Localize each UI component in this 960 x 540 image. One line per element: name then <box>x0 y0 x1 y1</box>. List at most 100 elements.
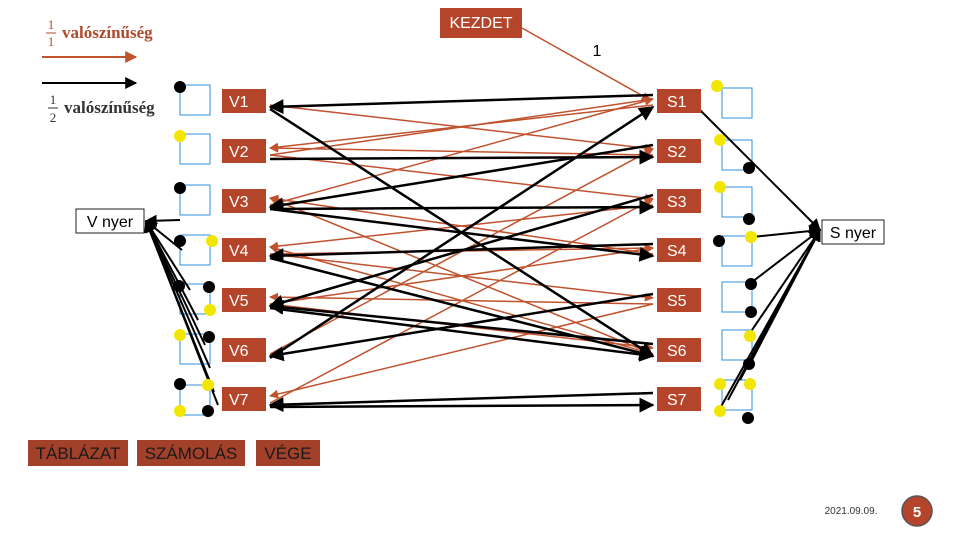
yellow-piece-dot <box>174 405 186 417</box>
end-button-label: VÉGE <box>264 444 311 463</box>
right-frame-6 <box>721 329 753 361</box>
yellow-piece-dot <box>174 130 186 142</box>
calc-button-box <box>137 440 245 466</box>
start-node[interactable]: KEZDET <box>440 8 522 38</box>
s-win-fan-8 <box>699 109 821 231</box>
page-number-badge: 5 <box>901 495 933 527</box>
v-win-node: V nyer <box>75 208 145 234</box>
black-piece-dot <box>713 235 725 247</box>
right-frame-3 <box>721 186 753 218</box>
s-node-4[interactable]: S4 <box>657 238 701 262</box>
start-edge-label: 1 <box>593 43 602 60</box>
black-edge-s7-v7 <box>268 391 654 413</box>
v-node-label: V2 <box>229 144 249 161</box>
legend-2-denominator: 2 <box>50 110 57 125</box>
yellow-piece-dot <box>714 134 726 146</box>
s-win-fan-7 <box>717 228 821 413</box>
black-piece-dot <box>745 278 757 290</box>
black-piece-dot <box>203 281 215 293</box>
v-node-label: V4 <box>229 243 249 260</box>
black-piece-dot <box>745 306 757 318</box>
legend-1-denominator: 1 <box>48 34 55 49</box>
v-node-box <box>222 139 266 163</box>
right-frame-5 <box>721 281 753 313</box>
v-node-label: V7 <box>229 392 249 409</box>
v-node-label: V5 <box>229 293 249 310</box>
edge-set <box>268 93 655 413</box>
black-piece-dot <box>203 331 215 343</box>
right-frame-1 <box>721 87 753 119</box>
v-node-3[interactable]: V3 <box>222 189 266 213</box>
black-piece-dot <box>173 280 185 292</box>
v-node-2[interactable]: V2 <box>222 139 266 163</box>
v-node-label: V3 <box>229 194 249 211</box>
s-win-label: S nyer <box>830 225 877 242</box>
s-node-label: S2 <box>667 144 687 161</box>
s-win-fan-3 <box>751 229 821 331</box>
orange-edge-s4-v3 <box>269 194 654 255</box>
yellow-piece-dot <box>714 405 726 417</box>
s-node-label: S5 <box>667 293 687 310</box>
end-button-box <box>256 440 320 466</box>
black-piece-dot <box>202 405 214 417</box>
black-edge-s4-v4 <box>268 242 654 264</box>
left-frame-7 <box>179 384 211 416</box>
black-piece-dot <box>743 358 755 370</box>
v-node-box <box>222 288 266 312</box>
s-node-1[interactable]: S1 <box>657 89 701 113</box>
s-win-box <box>821 219 885 245</box>
v-node-4[interactable]: V4 <box>222 238 266 262</box>
s-node-5[interactable]: S5 <box>657 288 701 312</box>
table-button-label: TÁBLÁZAT <box>36 444 121 463</box>
page-number: 5 <box>913 504 921 521</box>
yellow-piece-dot <box>744 330 756 342</box>
yellow-piece-dot <box>714 181 726 193</box>
black-piece-dot <box>174 182 186 194</box>
v-node-7[interactable]: V7 <box>222 387 266 411</box>
s-node-box <box>657 288 701 312</box>
s-node-label: S3 <box>667 194 687 211</box>
black-piece-dot <box>743 213 755 225</box>
s-node-box <box>657 89 701 113</box>
yellow-piece-dot <box>744 378 756 390</box>
start-node-label: KEZDET <box>449 15 512 32</box>
legend-1-numerator: 1 <box>48 17 55 32</box>
black-edge-v4-s6 <box>269 256 655 360</box>
s-win-fan-1 <box>751 225 822 238</box>
orange-edge-s6-v3 <box>269 196 654 355</box>
start-edge <box>521 27 651 101</box>
v-node-1[interactable]: V1 <box>222 89 266 113</box>
s-node-box <box>657 189 701 213</box>
black-edge-v7-s7 <box>269 397 655 413</box>
black-edge-v2-s2 <box>269 149 655 165</box>
s-node-box <box>657 338 701 362</box>
s-node-label: S6 <box>667 343 687 360</box>
calc-button[interactable]: SZÁMOLÁS <box>137 440 245 466</box>
calc-button-label: SZÁMOLÁS <box>145 444 238 463</box>
black-piece-dot <box>174 235 186 247</box>
table-button-box <box>28 440 128 466</box>
black-edge-s1-v1 <box>268 93 654 115</box>
right-frame-4 <box>721 235 753 267</box>
table-button[interactable]: TÁBLÁZAT <box>28 440 128 466</box>
black-edge-v5-s6 <box>269 306 655 362</box>
s-node-6[interactable]: S6 <box>657 338 701 362</box>
s-node-2[interactable]: S2 <box>657 139 701 163</box>
v-node-5[interactable]: V5 <box>222 288 266 312</box>
v-node-box <box>222 189 266 213</box>
s-node-label: S4 <box>667 243 687 260</box>
right-frame-2 <box>721 139 753 171</box>
v-node-6[interactable]: V6 <box>222 338 266 362</box>
end-button[interactable]: VÉGE <box>256 440 320 466</box>
v-node-box <box>222 387 266 411</box>
black-edge-v3-s3 <box>269 199 655 215</box>
v-node-label: V6 <box>229 343 249 360</box>
s-node-3[interactable]: S3 <box>657 189 701 213</box>
v-node-box <box>222 89 266 113</box>
v-node-label: V1 <box>229 94 249 111</box>
orange-edge-s1-v2 <box>269 104 654 152</box>
s-node-7[interactable]: S7 <box>657 387 701 411</box>
s-win-node: S nyer <box>821 219 885 245</box>
